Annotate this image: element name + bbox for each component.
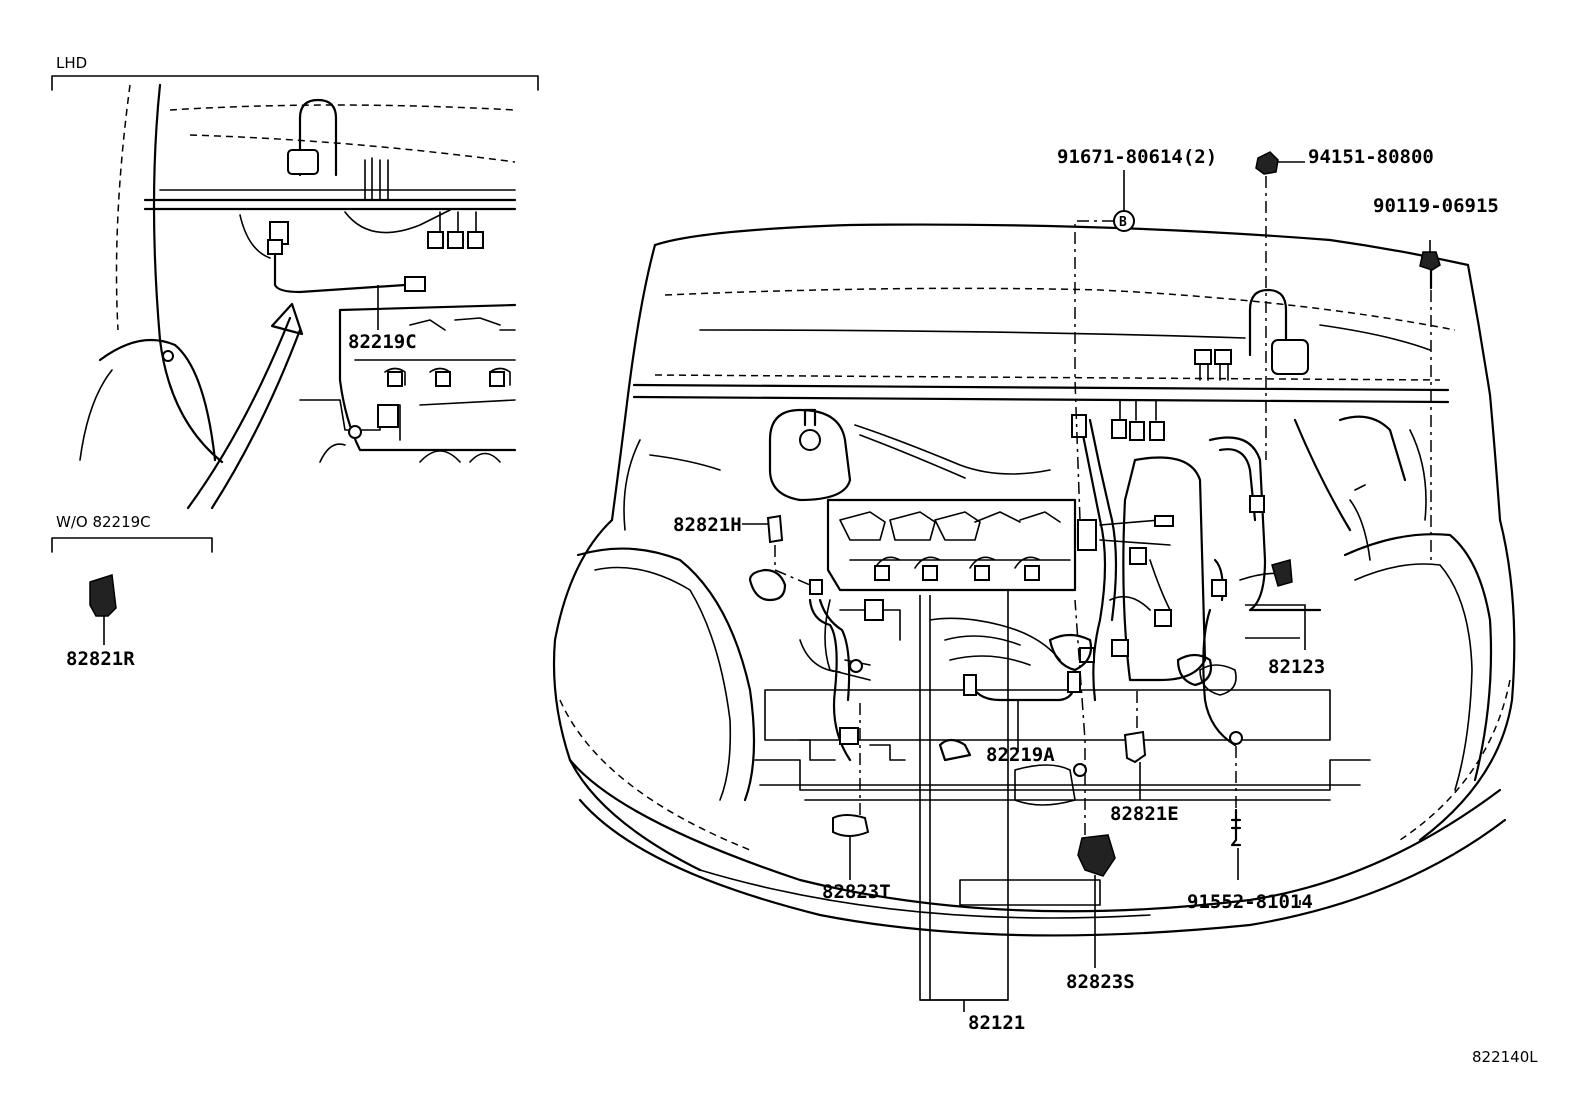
label-82823T: 82823T <box>822 881 891 903</box>
label-82123: 82123 <box>1268 656 1325 678</box>
lhd-inset: LHD <box>51 54 539 510</box>
nut-94151 <box>1255 151 1279 175</box>
ref-label-b: B <box>1119 215 1127 230</box>
bolt-90119 <box>1419 251 1441 271</box>
connector-82821H <box>766 514 784 544</box>
clip-91552 <box>1230 808 1242 847</box>
wo-inset-title: W/O 82219C <box>56 513 151 531</box>
label-91671-80614: 91671-80614(2) <box>1057 146 1217 168</box>
connector-82823T <box>832 814 870 837</box>
wo-inset: W/O 82219C 82821R <box>51 513 213 670</box>
wo-inset-bracket <box>51 537 213 553</box>
diagram-code: 822140L <box>1472 1048 1538 1066</box>
connector-82821E <box>1123 730 1147 764</box>
lhd-label-82219C: 82219C <box>348 331 417 353</box>
connector-82823S <box>1077 834 1116 877</box>
label-82823S: 82823S <box>1066 971 1135 993</box>
connector-82821R <box>89 574 117 617</box>
label-90119-06915: 90119-06915 <box>1373 195 1499 217</box>
label-91552-81014: 91552-81014 <box>1187 891 1313 913</box>
lhd-inset-title: LHD <box>56 54 87 72</box>
lhd-inset-bracket <box>51 75 539 91</box>
label-82821E: 82821E <box>1110 803 1179 825</box>
label-82821R: 82821R <box>66 648 135 670</box>
main-engine-bay <box>552 151 1516 1012</box>
label-94151-80800: 94151-80800 <box>1308 146 1434 168</box>
label-82821H: 82821H <box>673 514 742 536</box>
label-82219A: 82219A <box>986 744 1055 766</box>
label-82121: 82121 <box>968 1012 1025 1034</box>
